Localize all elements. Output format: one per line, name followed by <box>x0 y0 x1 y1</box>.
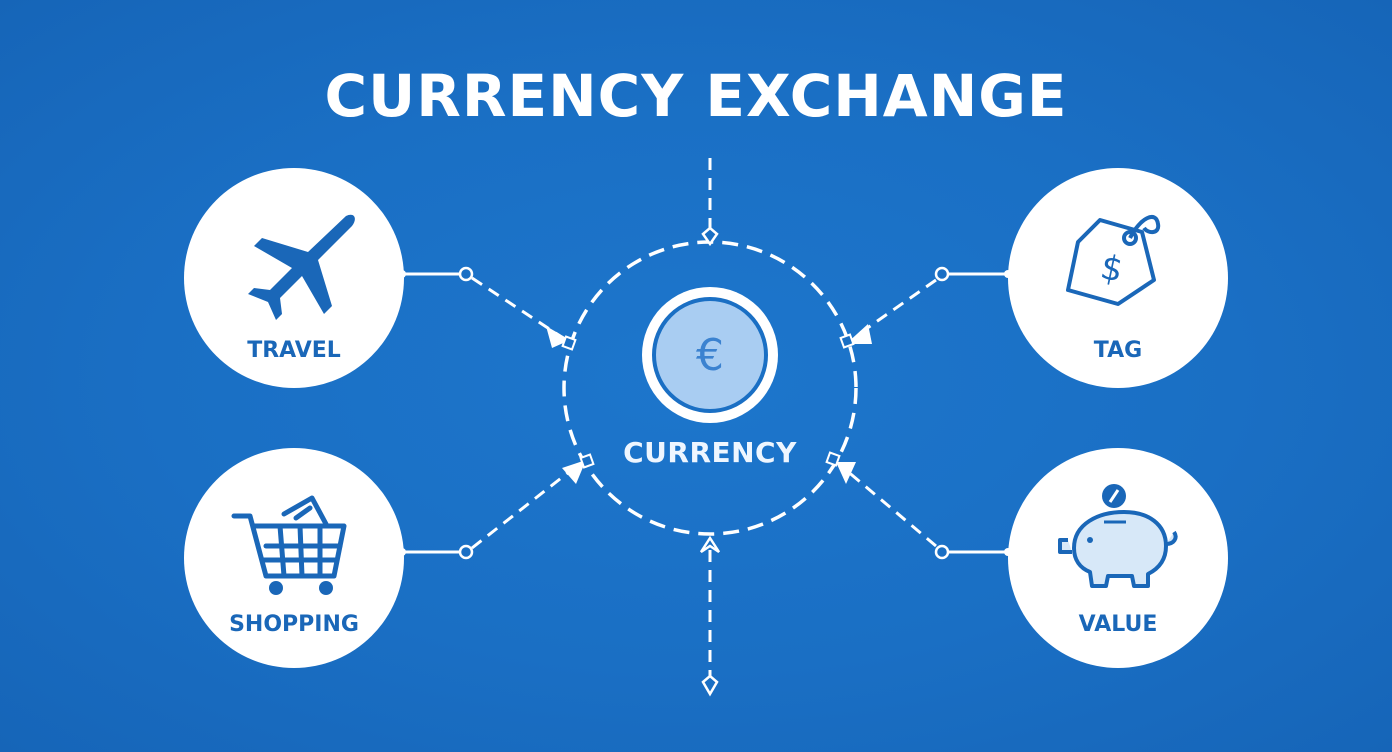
tag-label: TAG <box>1093 338 1143 363</box>
value-label: VALUE <box>1078 612 1158 637</box>
price-tag-icon: $ <box>1066 215 1161 306</box>
euro-symbol: € <box>696 330 724 381</box>
travel-node: TRAVEL <box>184 168 404 388</box>
shopping-cart-icon <box>231 495 347 595</box>
connector-shopping <box>398 453 595 560</box>
dollar-symbol: $ <box>1097 247 1126 291</box>
connector-top-arrow <box>701 226 719 247</box>
connector-bottom-end <box>701 674 719 697</box>
shopping-node: SHOPPING <box>184 448 404 668</box>
travel-label: TRAVEL <box>247 338 341 363</box>
center-label: CURRENCY <box>623 436 797 469</box>
connector-bottom-arrow <box>699 535 721 554</box>
connector-travel <box>398 266 577 351</box>
euro-coin-icon: € <box>642 287 778 423</box>
diagram-title: CURRENCY EXCHANGE <box>324 62 1068 130</box>
piggy-bank-icon <box>1058 484 1178 588</box>
connector-value <box>825 451 1012 560</box>
value-node: VALUE <box>1008 448 1228 668</box>
airplane-icon <box>248 214 355 320</box>
shopping-label: SHOPPING <box>229 612 359 637</box>
connector-tag <box>839 266 1012 349</box>
tag-node: $ TAG <box>1008 168 1228 388</box>
